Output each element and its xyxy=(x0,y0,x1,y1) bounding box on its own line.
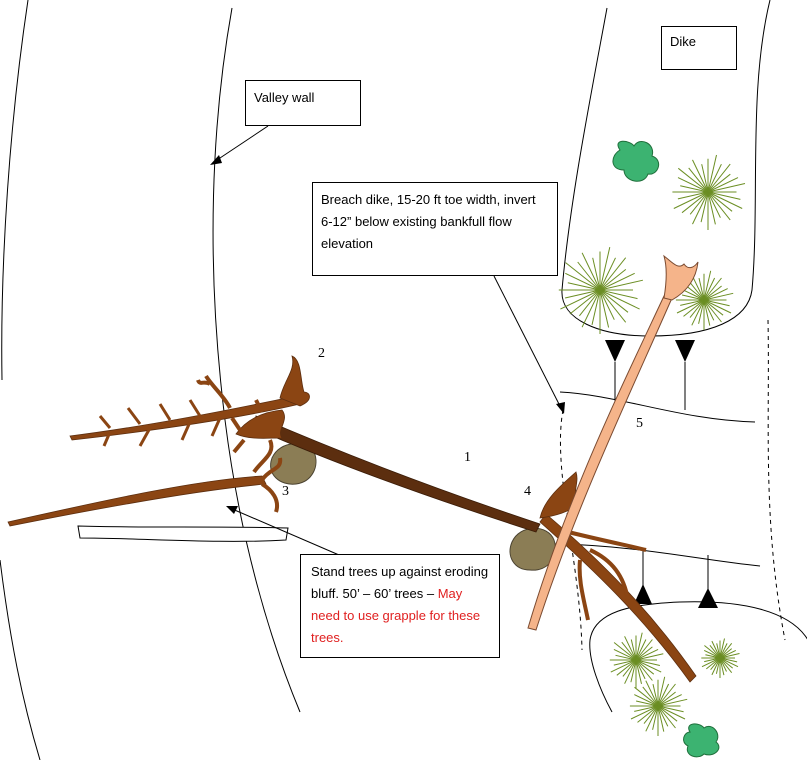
conifer-group xyxy=(558,154,746,736)
conifer-2 xyxy=(558,246,644,334)
shrub-lower xyxy=(683,723,720,758)
stand-trees-arrow xyxy=(226,506,347,559)
section-marker-upper xyxy=(605,340,695,410)
tree-number-5: 5 xyxy=(636,416,643,431)
dike-label: Dike xyxy=(670,34,697,49)
stand-trees-note-text: Stand trees up against eroding bluff. 50… xyxy=(311,564,489,601)
channel-upper-line xyxy=(559,391,756,423)
valley-wall-left-edge-lower xyxy=(0,559,41,760)
breach-note-box: Breach dike, 15-20 ft toe width, invert … xyxy=(312,182,558,276)
breach-note: Breach dike, 15-20 ft toe width, invert … xyxy=(321,192,536,251)
tree-5 xyxy=(527,254,699,631)
grapple-warning: May need to use grapple for these trees. xyxy=(311,586,481,645)
conifer-6 xyxy=(629,676,688,736)
tree-1 xyxy=(230,399,541,533)
valley-wall-label-box: Valley wall xyxy=(245,80,361,126)
tree-2 xyxy=(69,355,310,447)
breach-dashed-right xyxy=(767,319,786,641)
section-marker-lower xyxy=(634,548,718,608)
tree-number-1: 1 xyxy=(464,450,471,465)
shrub-upper xyxy=(612,140,660,182)
tree-number-2: 2 xyxy=(318,346,325,361)
valley-wall-label: Valley wall xyxy=(254,90,315,105)
breach-arrow xyxy=(493,275,565,414)
floor-log-outline xyxy=(77,525,289,542)
tree-4 xyxy=(539,471,697,683)
dike-label-box: Dike xyxy=(661,26,737,70)
channel-lower-line xyxy=(559,543,761,567)
conifer-1 xyxy=(672,154,746,230)
tree-number-4: 4 xyxy=(524,484,531,499)
conifer-5 xyxy=(701,638,740,678)
conifer-4 xyxy=(609,632,664,688)
valley-wall-line xyxy=(212,7,301,713)
stand-trees-note-box: Stand trees up against eroding bluff. 50… xyxy=(300,554,500,658)
tree-3 xyxy=(7,439,283,527)
valley-wall-arrow xyxy=(210,125,269,165)
valley-wall-left-edge xyxy=(1,0,29,381)
tree-number-3: 3 xyxy=(282,484,289,499)
